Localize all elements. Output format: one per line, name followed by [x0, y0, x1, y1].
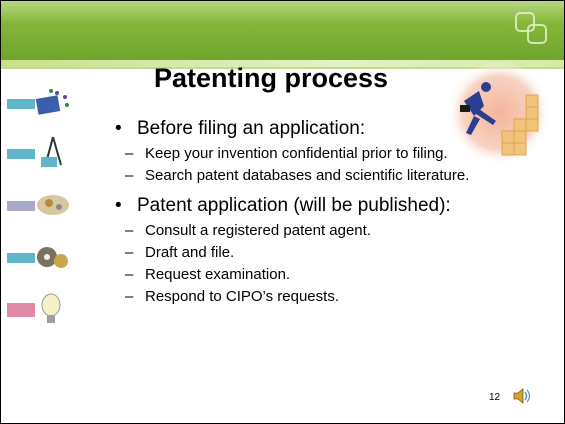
page-number: 12: [489, 392, 501, 403]
sub-bullet-text: Draft and file.: [145, 244, 235, 261]
bullet-item: Before filing an application: –Keep your…: [115, 117, 535, 186]
sub-bullet-text: Keep your invention confidential prior t…: [145, 145, 448, 162]
sub-bullet-item: –Search patent databases and scientific …: [125, 167, 470, 184]
sub-bullet-list: –Keep your invention confidential prior …: [115, 144, 535, 186]
header-bar: [1, 1, 564, 60]
bullet-text: Before filing an application:: [115, 117, 535, 141]
sub-bullet-item: –Request examination.: [125, 266, 291, 283]
header-stripe: [1, 60, 564, 67]
header-stripe-line: [1, 67, 564, 69]
sub-bullet-item: –Consult a registered patent agent.: [125, 222, 371, 239]
gears-icon: [7, 247, 68, 268]
sub-bullet-item: –Keep your invention confidential prior …: [125, 145, 448, 162]
bullet-item: Patent application (will be published): …: [115, 194, 535, 307]
circuit-chip-icon: [7, 89, 69, 115]
sub-bullet-item: –Respond to CIPO’s requests.: [125, 288, 339, 305]
overlapping-squares-logo: [515, 12, 547, 44]
sub-bullet-text: Respond to CIPO’s requests.: [145, 288, 339, 305]
sub-bullet-list: –Consult a registered patent agent. –Dra…: [115, 221, 535, 307]
lightbulb-icon: [7, 293, 61, 323]
sub-bullet-text: Consult a registered patent agent.: [145, 222, 371, 239]
left-icon-column: [7, 81, 73, 341]
bullet-list: Before filing an application: –Keep your…: [115, 117, 535, 315]
sub-bullet-text: Search patent databases and scientific l…: [145, 167, 470, 184]
sub-bullet-item: –Draft and file.: [125, 244, 235, 261]
money-icon: [7, 195, 69, 215]
compass-icon: [7, 137, 62, 168]
speaker-icon[interactable]: [511, 385, 533, 407]
sub-bullet-text: Request examination.: [145, 266, 291, 283]
bullet-text: Patent application (will be published):: [115, 194, 535, 218]
page-title: Patenting process: [153, 63, 389, 93]
